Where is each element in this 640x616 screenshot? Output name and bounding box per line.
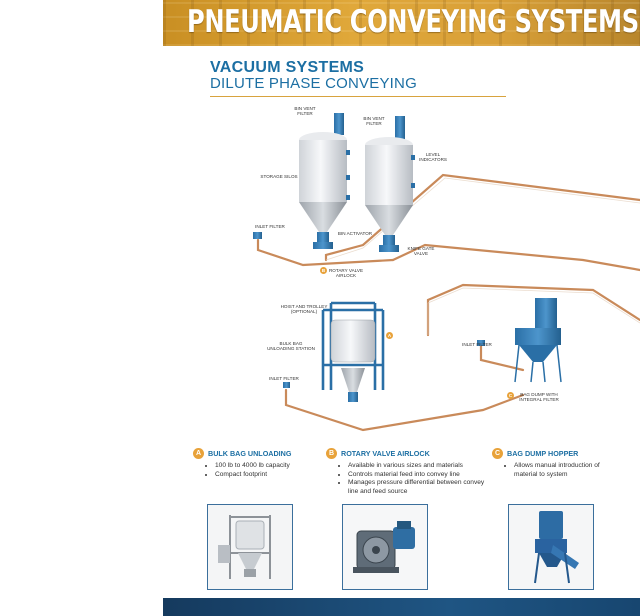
feature-item: Compact footprint [215, 471, 343, 480]
badge-b-diagram: B [320, 267, 327, 274]
feature-item: 100 lb to 4000 lb capacity [215, 462, 343, 471]
section-title: VACUUM SYSTEMS [210, 59, 365, 76]
banner-title: PNEUMATIC CONVEYING SYSTEMS [187, 4, 639, 40]
footer-bar [163, 598, 640, 616]
feature-bag-dump-hopper: C BAG DUMP HOPPER Allows manual introduc… [492, 448, 612, 479]
feature-title: BULK BAG UNLOADING [208, 449, 292, 458]
label-rotary-valve-airlock: ROTARY VALVE AIRLOCK [328, 268, 364, 278]
photo-bag-dump-hopper [508, 504, 594, 590]
label-bag-dump-filter: BAG DUMP WITH INTEGRAL FILTER [519, 392, 559, 402]
feature-item: Available in various sizes and materials [348, 462, 486, 471]
feature-title: BAG DUMP HOPPER [507, 449, 579, 458]
photo-bulk-bag-unloader [207, 504, 293, 590]
section-subtitle: DILUTE PHASE CONVEYING [210, 75, 417, 92]
feature-rotary-valve-airlock: B ROTARY VALVE AIRLOCK Available in vari… [326, 448, 486, 496]
header-banner: PNEUMATIC CONVEYING SYSTEMS [163, 0, 640, 46]
label-level-indicators: LEVEL INDICATORS [419, 152, 447, 162]
system-diagram: BIN VENT FILTER BIN VENT FILTER LEVEL IN… [163, 100, 640, 440]
badge-a-diagram: A [386, 332, 393, 339]
label-hoist-trolley: HOIST AND TROLLEY (OPTIONAL) [280, 304, 328, 314]
label-bin-vent-filter-2: BIN VENT FILTER [363, 116, 385, 126]
label-bulk-bag-station: BULK BAG UNLOADING STATION [267, 341, 315, 351]
feature-bulk-bag-unloading: A BULK BAG UNLOADING 100 lb to 4000 lb c… [193, 448, 343, 479]
bag-dump-hopper-image [509, 505, 593, 589]
badge-a: A [193, 448, 204, 459]
feature-item: Allows manual introduction of material t… [514, 462, 612, 479]
label-storage-silos: STORAGE SILOS [260, 174, 298, 179]
brochure-page: PNEUMATIC CONVEYING SYSTEMS VACUUM SYSTE… [163, 0, 640, 616]
badge-c: C [492, 448, 503, 459]
inlet-filter-unit [253, 232, 262, 239]
label-inlet-filter-2: INLET FILTER [462, 342, 492, 347]
photo-rotary-valve [342, 504, 428, 590]
rotary-valve-image [343, 505, 427, 589]
storage-silo-2 [365, 116, 415, 252]
convey-pipes [256, 173, 640, 432]
label-knife-gate-valve: KNIFE GATE VALVE [407, 246, 435, 256]
badge-b: B [326, 448, 337, 459]
label-bin-activator: BIN ACTIVATOR [337, 231, 373, 236]
feature-item: Controls material feed into convey line [348, 471, 486, 480]
label-bin-vent-filter-1: BIN VENT FILTER [294, 106, 316, 116]
badge-c-diagram: C [507, 392, 514, 399]
feature-title: ROTARY VALVE AIRLOCK [341, 449, 430, 458]
feature-item: Manages pressure differential between co… [348, 479, 486, 496]
bag-dump-hopper [514, 298, 562, 383]
storage-silo-1 [299, 113, 350, 249]
label-inlet-filter: INLET FILTER [255, 224, 285, 229]
section-divider [210, 96, 506, 97]
label-inlet-filter-3: INLET FILTER [269, 376, 299, 381]
bulk-bag-unloader-image [208, 505, 292, 589]
diagram-illustration [253, 113, 640, 432]
